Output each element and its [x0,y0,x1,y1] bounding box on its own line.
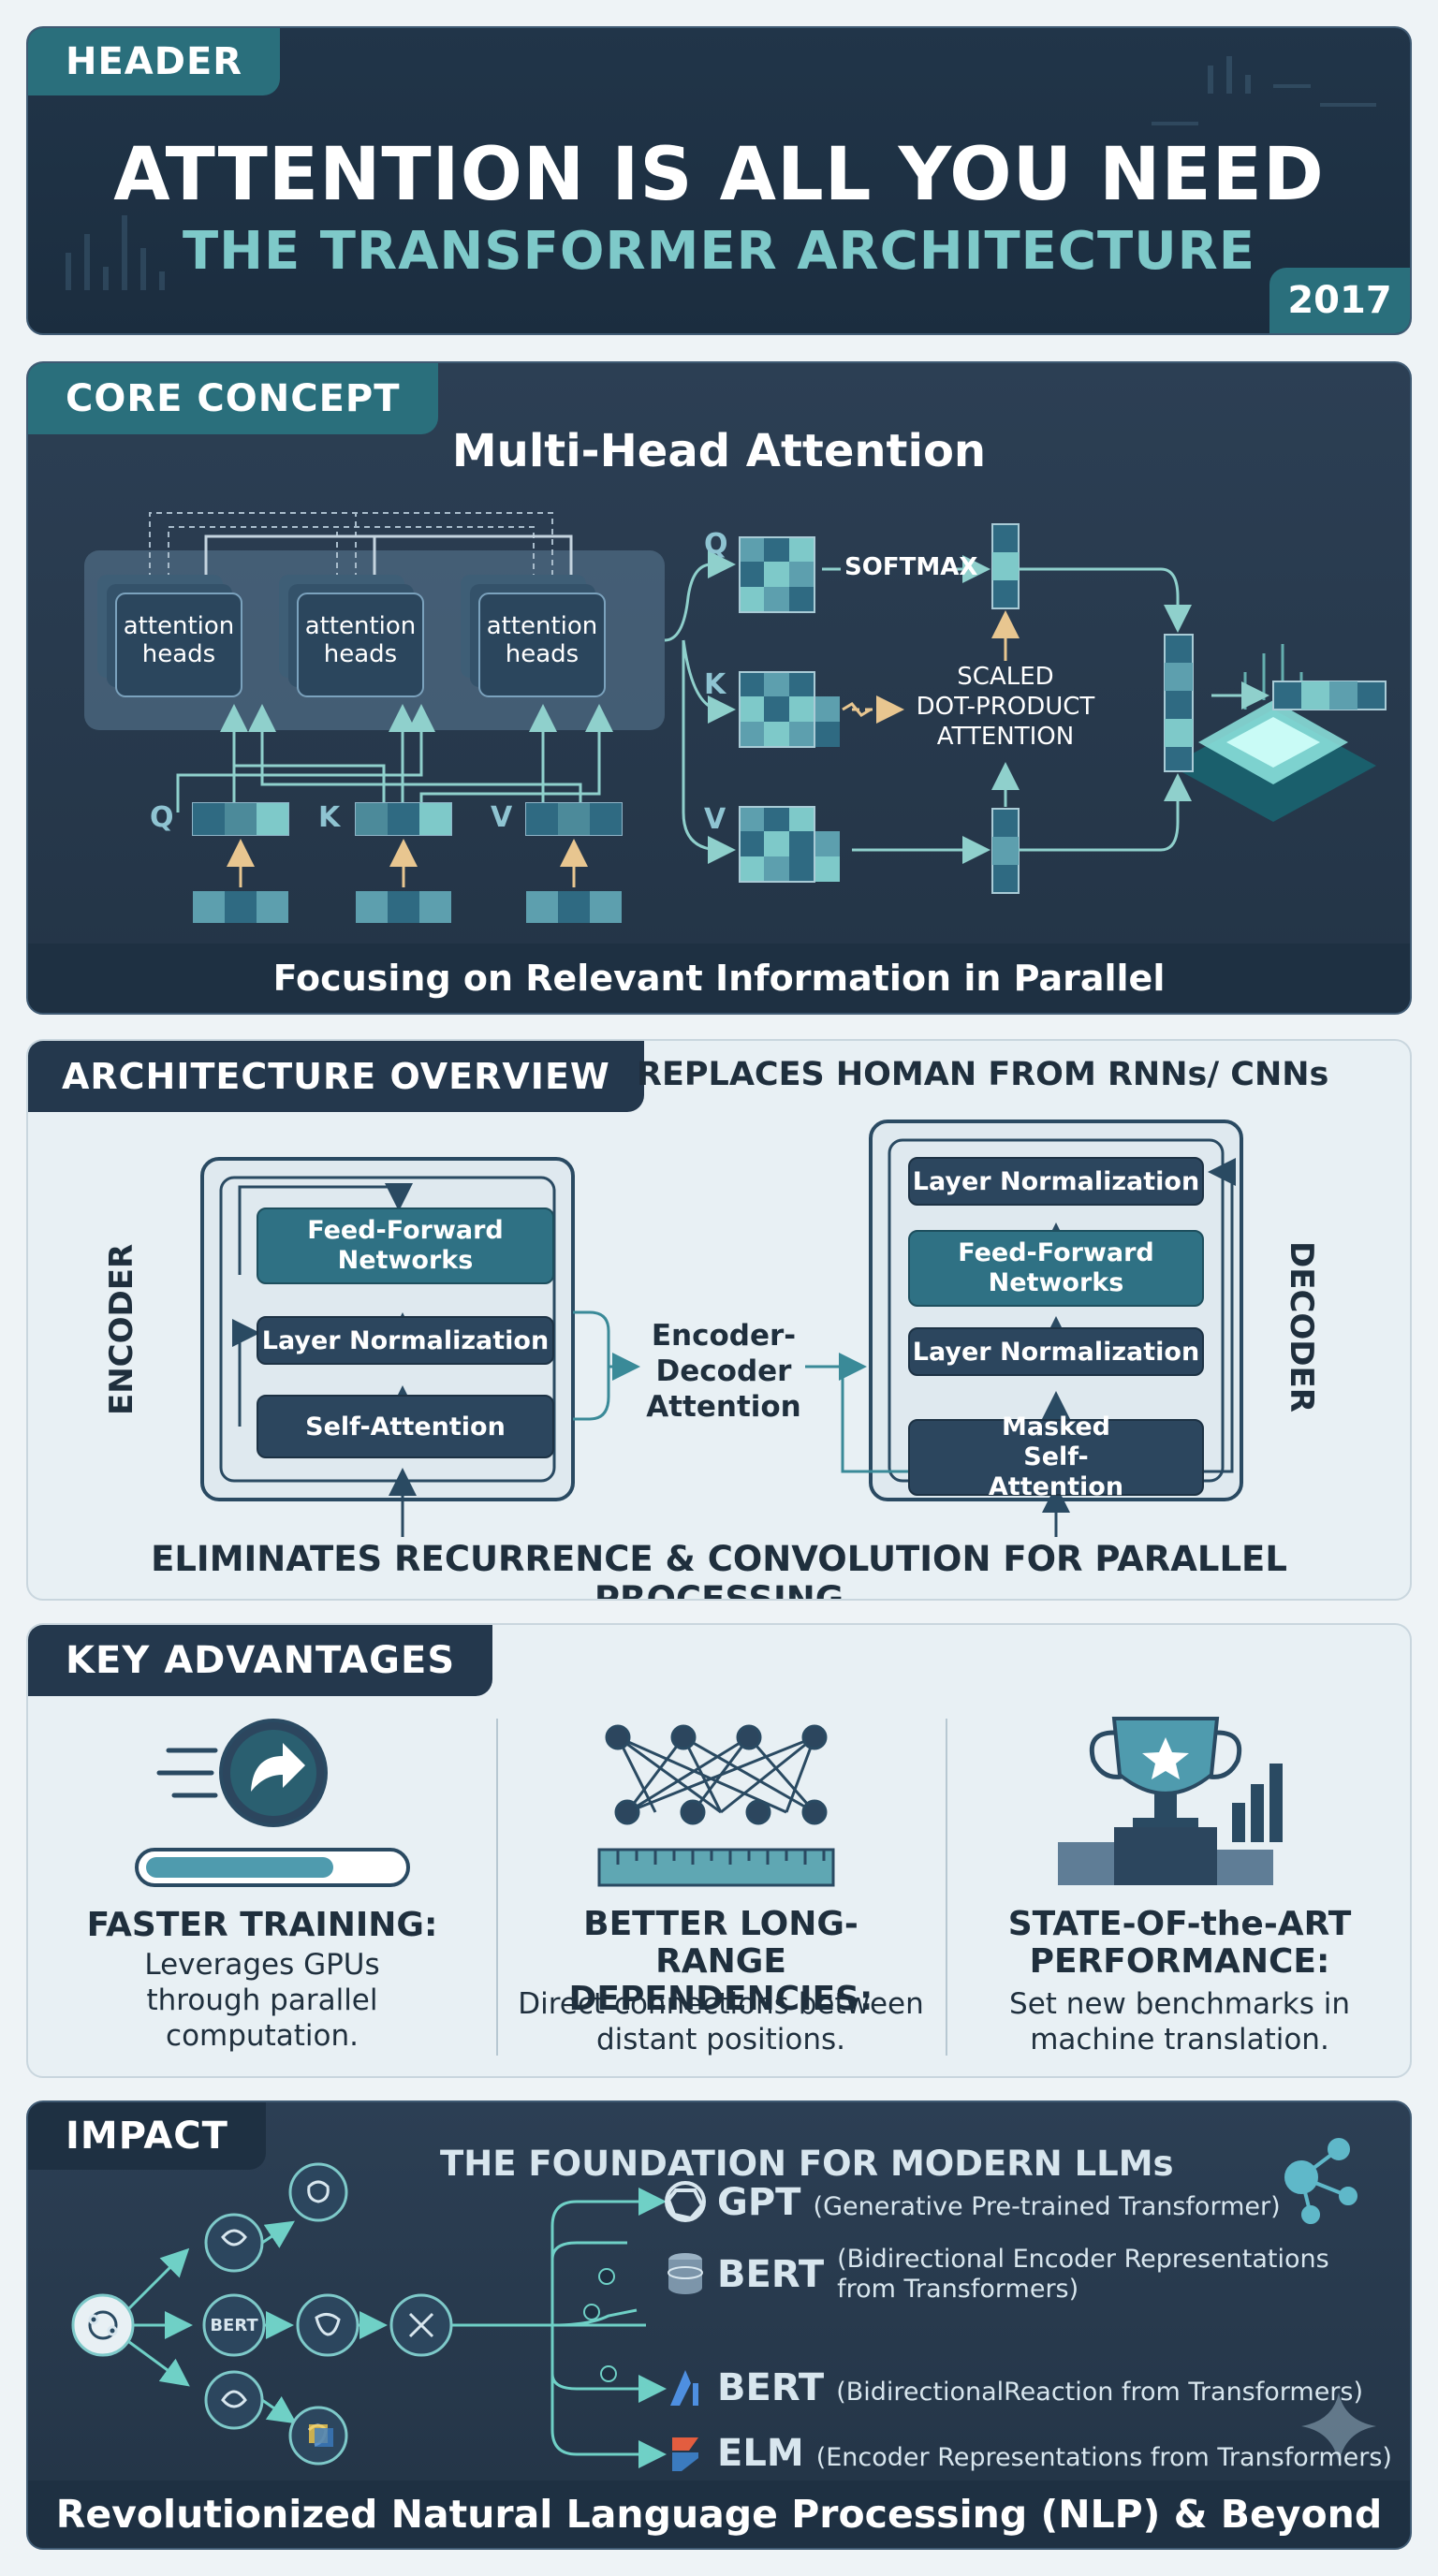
input-label-k: K [318,801,341,834]
header-circuit-pattern [66,56,1376,290]
fast-forward-icon [135,1719,410,1887]
header-panel: HEADER ATTENTION IS ALL YOU NEED THE TRA… [26,26,1412,335]
encoder-decoder-attention: Encoder-Decoder Attention [646,1319,801,1424]
encoder-self-attention: Self-Attention [257,1395,554,1458]
impact-footer: Revolutionized Natural Language Processi… [28,2481,1410,2548]
decoder-feed-forward: Feed-Forward Networks [908,1230,1204,1307]
advantages-icons [135,1717,1283,1887]
attention-head-label: attention heads [486,612,598,668]
stack-logo-icon [672,2437,698,2471]
advantage-desc: Direct connections between distant posit… [518,1987,924,2056]
impact-panel: IMPACT THE FOUNDATION FOR MODERN LLMs [26,2100,1412,2550]
scaled-dot-label-3: ATTENTION [936,723,1075,751]
multi-head-attention-diagram [84,512,1387,923]
model-desc: (Generative Pre-trained Transformer) [813,2192,1281,2221]
matrix-label-q: Q [704,528,728,561]
network-graph-icon [597,1724,835,1887]
trophy-icon [1058,1717,1283,1885]
softmax-label: SOFTMAX [844,553,978,581]
divider [496,1719,498,2056]
database-icon [668,2253,703,2294]
impact-tree-diagram [71,2138,1376,2471]
model-row: BERT (Bidirectional Encoder Representati… [717,2245,1372,2305]
sparkle-icon [1301,2393,1376,2464]
decoder-layer-norm: Layer Normalization [908,1327,1204,1376]
core-concept-panel: CORE CONCEPT Multi-Head Attention [26,361,1412,1015]
chip-icon [1170,644,1376,822]
encoder-layer-norm: Layer Normalization [257,1316,554,1365]
ai-logo-icon [670,2370,698,2406]
year-badge: 2017 [1269,268,1410,333]
model-name: BERT [717,2253,825,2296]
molecule-icon [1284,2138,1357,2224]
tree-node-label: BERT [210,2316,258,2335]
model-name: BERT [717,2366,825,2409]
multi-head-title: Multi-Head Attention [451,425,987,477]
attention-head-label: attention heads [123,612,235,668]
advantage-title: STATE-OF-the-ART PERFORMANCE: [1007,1905,1352,1981]
model-row: ELM (Encoder Representations from Transf… [717,2432,1392,2475]
openai-icon [665,2181,706,2222]
architecture-panel: ARCHITECTURE OVERVIEW REPLACES HOMAN FRO… [26,1039,1412,1601]
advantage-desc: Set new benchmarks in machine translatio… [1009,1987,1350,2056]
model-name: GPT [717,2181,801,2224]
core-concept-footer: Focusing on Relevant Information in Para… [28,944,1410,1013]
advantages-tab: KEY ADVANTAGES [28,1625,493,1696]
advantage-desc: Leverages GPUs through parallel computat… [144,1948,380,2053]
page-title: ATTENTION IS ALL YOU NEED [113,133,1325,217]
model-desc: (BidirectionalReaction from Transformers… [836,2378,1364,2407]
model-desc: (Bidirectional Encoder Representations f… [837,2245,1329,2304]
scaled-dot-label-1: SCALED [957,663,1054,691]
attention-head-label: attention heads [304,612,417,668]
decoder-label: DECODER [1283,1241,1320,1412]
impact-title: THE FOUNDATION FOR MODERN LLMs [440,2144,1174,2184]
encoder-label: ENCODER [103,1243,140,1415]
scaled-dot-label-2: DOT-PRODUCT [916,693,1095,721]
core-concept-tab: CORE CONCEPT [28,363,438,434]
input-label-v: V [491,801,513,834]
impact-tab: IMPACT [28,2102,266,2170]
decoder-masked-self-attention: Masked Self-Attention [908,1412,1204,1501]
input-label-q: Q [150,801,174,834]
decoder-layer-norm-top: Layer Normalization [908,1157,1204,1206]
model-row: GPT (Generative Pre-trained Transformer) [717,2181,1281,2224]
encoder-feed-forward: Feed-Forward Networks [257,1208,554,1284]
advantage-title: FASTER TRAINING: [86,1906,438,1944]
architecture-headline: REPLACES HOMAN FROM RNNs/ CNNs [637,1056,1329,1093]
advantages-panel: KEY ADVANTAGES [26,1623,1412,2078]
page-subtitle: THE TRANSFORMER ARCHITECTURE [182,221,1256,282]
model-row: BERT (BidirectionalReaction from Transfo… [717,2366,1363,2409]
model-name: ELM [717,2432,804,2475]
head-stacks [97,575,606,697]
divider [946,1719,947,2056]
advantage-title: BETTER LONG-RANGE DEPENDENCIES: [568,1905,873,2018]
model-desc: (Encoder Representations from Transforme… [815,2443,1392,2472]
architecture-tab: ARCHITECTURE OVERVIEW [28,1041,644,1112]
matrix-label-v: V [704,803,726,836]
architecture-footer: ELIMINATES RECURRENCE & CONVOLUTION FOR … [151,1539,1287,1601]
header-tab: HEADER [28,28,281,95]
matrix-label-k: K [704,668,726,701]
